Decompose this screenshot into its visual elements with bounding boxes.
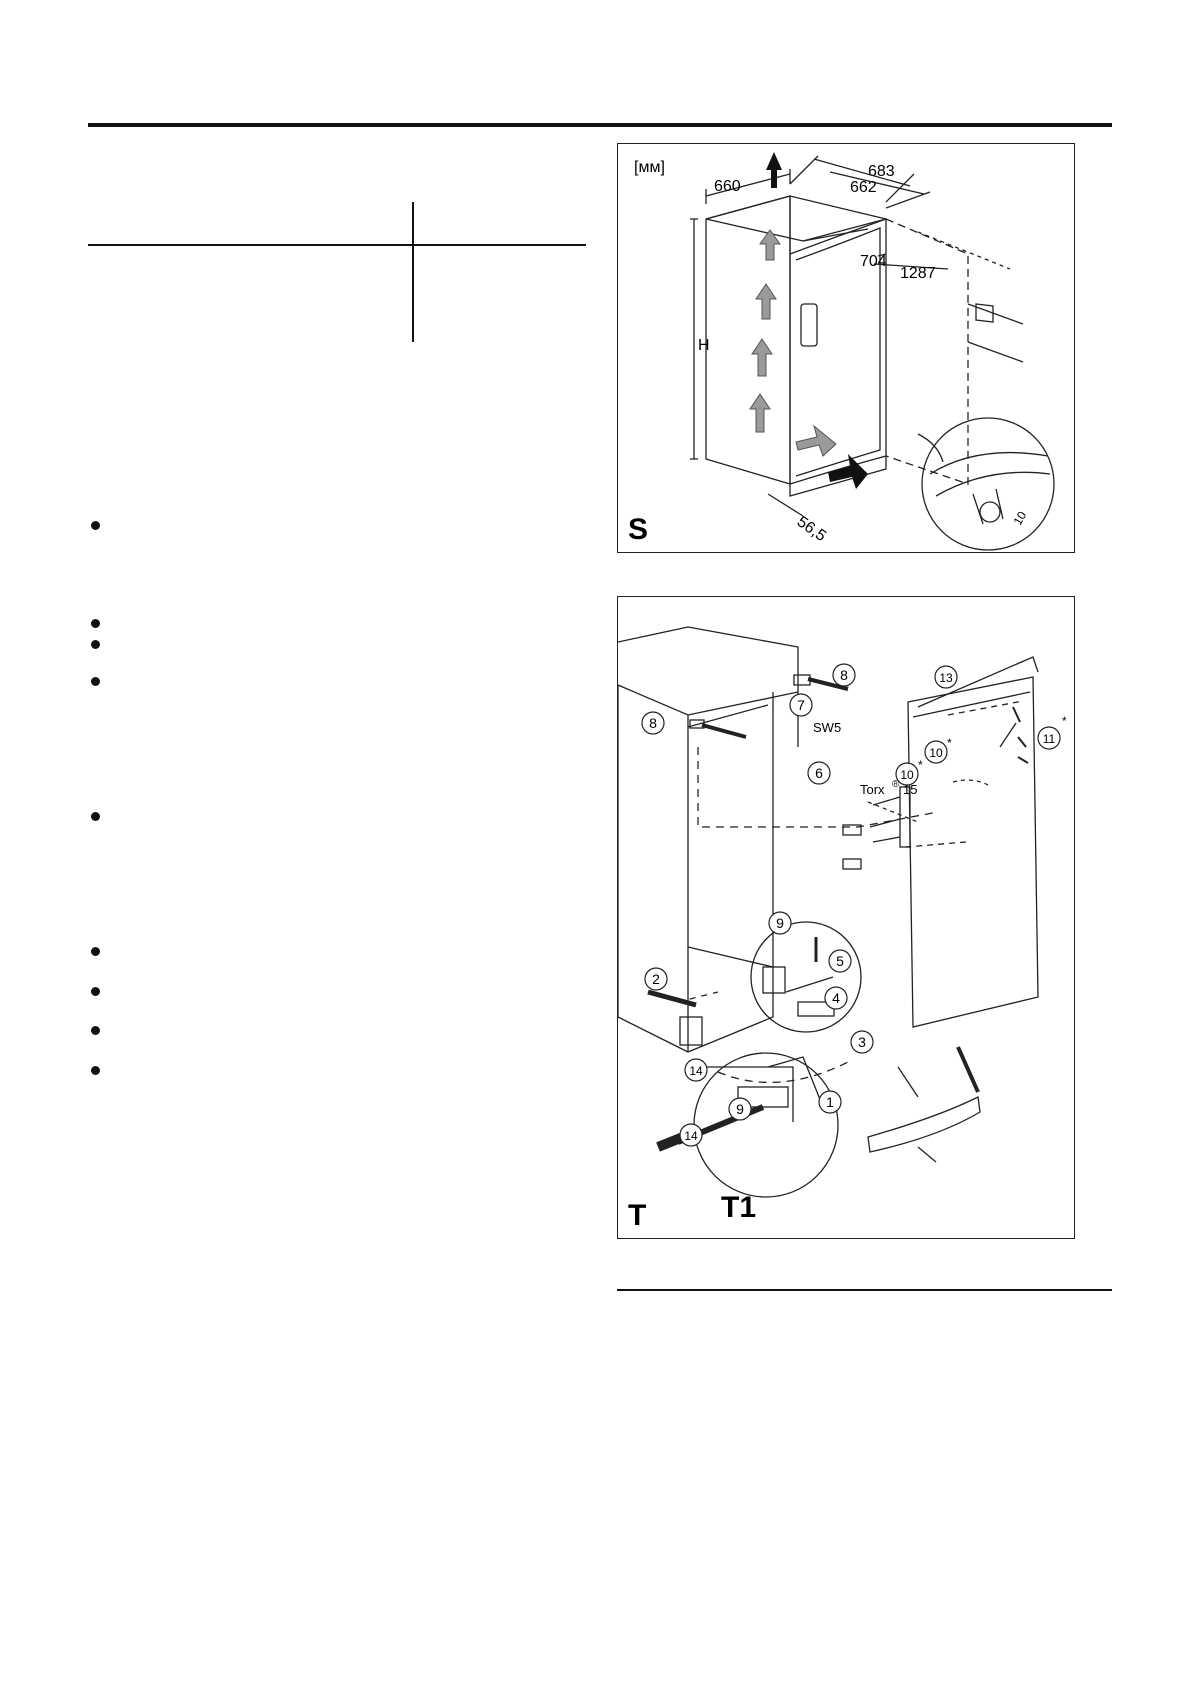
dim-angle: 10: [1010, 509, 1029, 528]
callout-8: 8: [840, 667, 848, 683]
callout-2: 2: [652, 971, 660, 987]
cabinet-top-t: [618, 626, 799, 716]
table-column-divider: [412, 202, 414, 342]
callout-circles: [641, 663, 1061, 1147]
figure-t-drawing: 8 7 8 6 10 10 11 13 9 2 5 4 3 14 1 9 14 …: [618, 626, 1067, 1232]
figure-s-dimensions: [мм] 660 683 662 704 1287 H 56,5 10 S: [617, 143, 1075, 553]
asterisk-10: *: [947, 736, 952, 750]
callout-12: 10: [900, 768, 914, 782]
bullet: [91, 812, 100, 821]
bullet: [91, 640, 100, 649]
callout-9: 9: [776, 915, 784, 931]
figure-s-drawing: [мм] 660 683 662 704 1287 H 56,5 10 S: [628, 152, 1055, 551]
bullet: [91, 1066, 100, 1075]
figure-letter-t1: T1: [721, 1191, 756, 1224]
callout-14b: 14: [684, 1129, 698, 1143]
dim-width-inner: 662: [850, 179, 877, 196]
dim-width-outer: 683: [868, 163, 895, 180]
screwdriver-2: [647, 989, 697, 1008]
callout-11: 11: [1043, 732, 1056, 746]
figure-t-door-reversal: 8 7 8 6 10 10 11 13 9 2 5 4 3 14 1 9 14 …: [617, 596, 1075, 1239]
door-handle-t: [899, 786, 911, 848]
bullet: [91, 947, 100, 956]
figure-letter-t: T: [628, 1199, 646, 1232]
callout-3: 3: [858, 1034, 866, 1050]
cabinet-door: [789, 218, 887, 485]
callout-labels: 8 7 8 6 10 10 11 13 9 2 5 4 3 14 1 9 14: [649, 667, 1055, 1143]
callout-5: 5: [836, 953, 844, 969]
callout-8b: 8: [649, 715, 657, 731]
dim-foot: 56,5: [794, 513, 829, 545]
bullet: [91, 1026, 100, 1035]
cabinet-top: [705, 195, 887, 242]
dim-height: H: [698, 337, 710, 354]
door-handle: [800, 303, 818, 347]
wrench-size-label: SW5: [813, 720, 841, 735]
dim-open-width: 1287: [900, 265, 936, 282]
open-door-outline: [885, 218, 969, 485]
cabinet-side: [705, 195, 791, 485]
callout-4: 4: [832, 990, 840, 1006]
torx-registered-mark: ®: [892, 779, 900, 790]
unit-label: [мм]: [634, 159, 665, 176]
bullet: [91, 987, 100, 996]
bullet: [91, 677, 100, 686]
callout-13: 13: [939, 671, 953, 685]
hinge-14: [679, 1016, 703, 1046]
figure-letter-s: S: [628, 513, 648, 546]
cover-1: [867, 1096, 981, 1153]
torx-size-label: 15: [903, 782, 917, 797]
header-rule: [88, 123, 1112, 127]
callout-1: 1: [826, 1094, 834, 1110]
section-rule: [617, 1289, 1112, 1291]
height-dim: [690, 218, 698, 460]
callout-9b: 9: [736, 1101, 744, 1117]
torx-label: Torx: [860, 782, 885, 797]
dim-depth: 660: [714, 178, 741, 195]
door-panel: [907, 676, 1039, 1028]
table-header-line: [88, 244, 586, 246]
bullet: [91, 619, 100, 628]
bullet: [91, 521, 100, 530]
push-arrows: [766, 152, 868, 489]
callout-10: 10: [929, 746, 943, 760]
asterisk-12: *: [918, 758, 923, 772]
callout-6: 6: [815, 765, 823, 781]
callout-7: 7: [797, 697, 805, 713]
lift-arrows: [749, 229, 837, 457]
foot-detail-circle: [921, 417, 1055, 551]
dim-open-depth: 704: [860, 253, 887, 270]
asterisk-11: *: [1062, 714, 1067, 728]
hinge-detail-circle: [750, 921, 862, 1033]
callout-14: 14: [689, 1064, 703, 1078]
